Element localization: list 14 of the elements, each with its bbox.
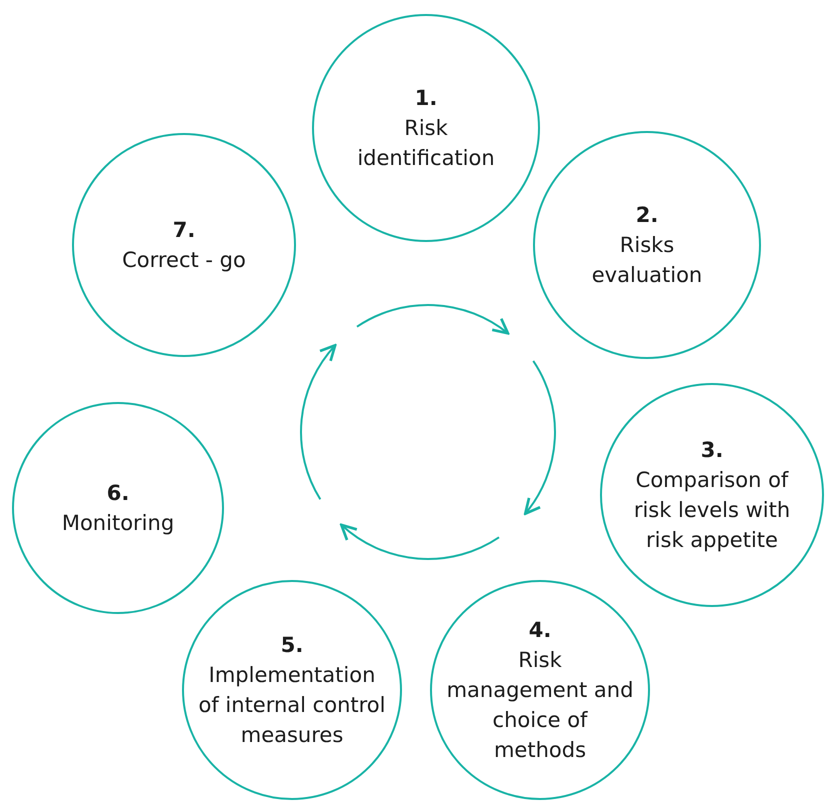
step-label: Risks evaluation [590, 232, 704, 289]
step-label: Implementation of internal control measures [198, 662, 386, 749]
step-number: 2. [636, 202, 658, 229]
step-number: 1. [414, 85, 438, 112]
step-label: Risk management and choice of methods [446, 647, 634, 764]
step-number: 4. [528, 617, 552, 644]
step-label: Monitoring [60, 510, 176, 537]
step-number: 6. [106, 480, 130, 507]
step-label: Risk identification [356, 115, 496, 172]
step-number: 7. [172, 217, 196, 244]
step-label: Correct - go [121, 247, 247, 274]
step-number: 5. [280, 632, 304, 659]
step-number: 3. [700, 437, 724, 464]
step-label: Comparison of risk levels with risk appetite [632, 467, 792, 554]
